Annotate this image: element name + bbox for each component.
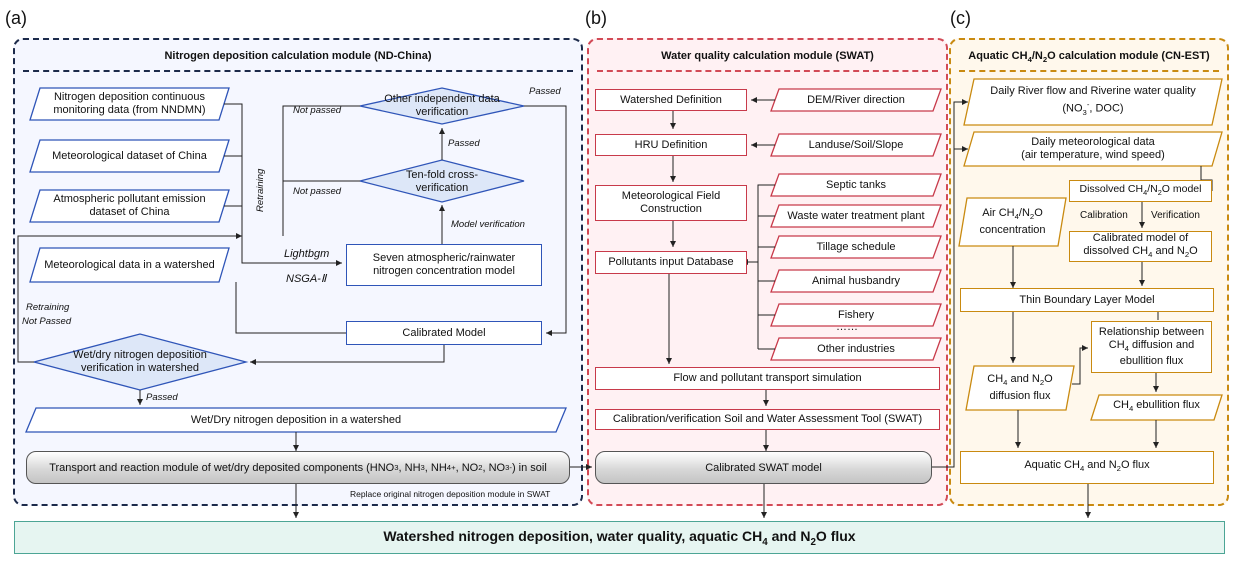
- nndmn-shape: [29, 87, 230, 121]
- calibration-label: Calibration: [1080, 210, 1128, 221]
- module-b-title: Water quality calculation module (SWAT): [661, 50, 874, 62]
- label-passed-mid: Passed: [448, 138, 480, 149]
- label-passed-top: Passed: [529, 86, 561, 97]
- label-passed-bottom: Passed: [146, 392, 178, 403]
- met-data-watershed: Meteorological data in a watershed: [44, 258, 215, 271]
- other-verification: Other independent data verification: [384, 93, 500, 118]
- other-industries: Other industries: [817, 342, 895, 355]
- label-not-passed-1: Not passed: [293, 105, 342, 116]
- label-nsga: NSGA-Ⅱ: [286, 273, 327, 285]
- label-not-passed-3: Not Passed: [22, 316, 72, 327]
- aquatic-flux: Aquatic CH4 and N2O flux: [960, 451, 1214, 484]
- met-watershed-shape: [29, 247, 230, 283]
- verification-label: Verification: [1151, 210, 1200, 221]
- tenfold-verification: Ten-fold cross-verification: [405, 169, 479, 194]
- calibrated-model-a: Calibrated Model: [346, 321, 542, 345]
- landuse-soil-slope: Landuse/Soil/Slope: [808, 138, 904, 151]
- dissolved-model: Dissolved CH4/N2O model: [1069, 180, 1212, 202]
- module-a-separator: [23, 70, 573, 72]
- flow-pollutant-simulation: Flow and pollutant transport simulation: [595, 367, 940, 390]
- thin-boundary-layer: Thin Boundary Layer Model: [960, 288, 1214, 312]
- seven-model: Seven atmospheric/rainwater nitrogen con…: [346, 244, 542, 286]
- more-ellipsis: ……: [836, 321, 858, 333]
- hru-definition: HRU Definition: [595, 134, 747, 156]
- waste-water-plant: Waste water treatment plant: [787, 209, 925, 222]
- emission-shape: [29, 189, 230, 223]
- module-c-title: Aquatic CH4/N2O calculation module (CN-E…: [968, 50, 1210, 65]
- emission-dataset: Atmospheric pollutant emission dataset o…: [53, 193, 206, 218]
- tillage-schedule: Tillage schedule: [816, 240, 896, 253]
- wetdry-verification: Wet/dry nitrogen deposition verification…: [73, 349, 207, 374]
- met-field-construction: Meteorological Field Construction: [595, 185, 747, 221]
- animal-husbandry: Animal husbandry: [811, 274, 901, 287]
- panel-label-c: (c): [950, 8, 971, 28]
- calibrated-swat-model: Calibrated SWAT model: [595, 451, 932, 484]
- replace-note: Replace original nitrogen deposition mod…: [350, 489, 551, 499]
- watershed-definition: Watershed Definition: [595, 89, 747, 111]
- module-c-separator: [959, 70, 1219, 72]
- calibration-verification-swat: Calibration/verification Soil and Water …: [595, 409, 940, 430]
- module-a-title: Nitrogen deposition calculation module (…: [164, 50, 432, 62]
- label-model-verification: Model verification: [451, 219, 525, 230]
- transport-module: Transport and reaction module of wet/dry…: [26, 451, 570, 484]
- air-concentration: Air CH4/N2O concentration: [979, 207, 1046, 236]
- panel-label-a: (a): [5, 8, 27, 28]
- label-not-passed-2: Not passed: [293, 186, 342, 197]
- daily-river-flow: Daily River flow and Riverine water qual…: [990, 85, 1196, 117]
- label-retraining-2: Retraining: [26, 302, 70, 313]
- panel-label-b: (b): [585, 8, 607, 28]
- label-retraining-1: Retraining: [255, 168, 266, 212]
- output-summary-bar: Watershed nitrogen deposition, water qua…: [14, 521, 1225, 554]
- pollutants-input-db: Pollutants input Database: [595, 251, 747, 274]
- met-dataset-china: Meteorological dataset of China: [52, 149, 207, 162]
- wetdry-dep-shape: [25, 407, 567, 433]
- wetdry-verif-diamond: [31, 333, 249, 391]
- daily-met-data: Daily meteorological data(air temperatur…: [1021, 136, 1165, 161]
- tenfold-diamond: [359, 159, 525, 203]
- label-lightbgm: Lightbgm: [284, 248, 330, 260]
- dem-river-direction: DEM/River direction: [807, 93, 905, 106]
- wetdry-deposition: Wet/Dry nitrogen deposition in a watersh…: [190, 413, 402, 426]
- nndmn-data: Nitrogen deposition continuous monitorin…: [53, 91, 206, 116]
- met-china-shape: [29, 139, 230, 173]
- fishery: Fishery: [837, 308, 875, 321]
- ebullition-flux: CH4 ebullition flux: [1113, 399, 1200, 414]
- septic-tanks: Septic tanks: [826, 178, 886, 191]
- module-b-separator: [597, 70, 938, 72]
